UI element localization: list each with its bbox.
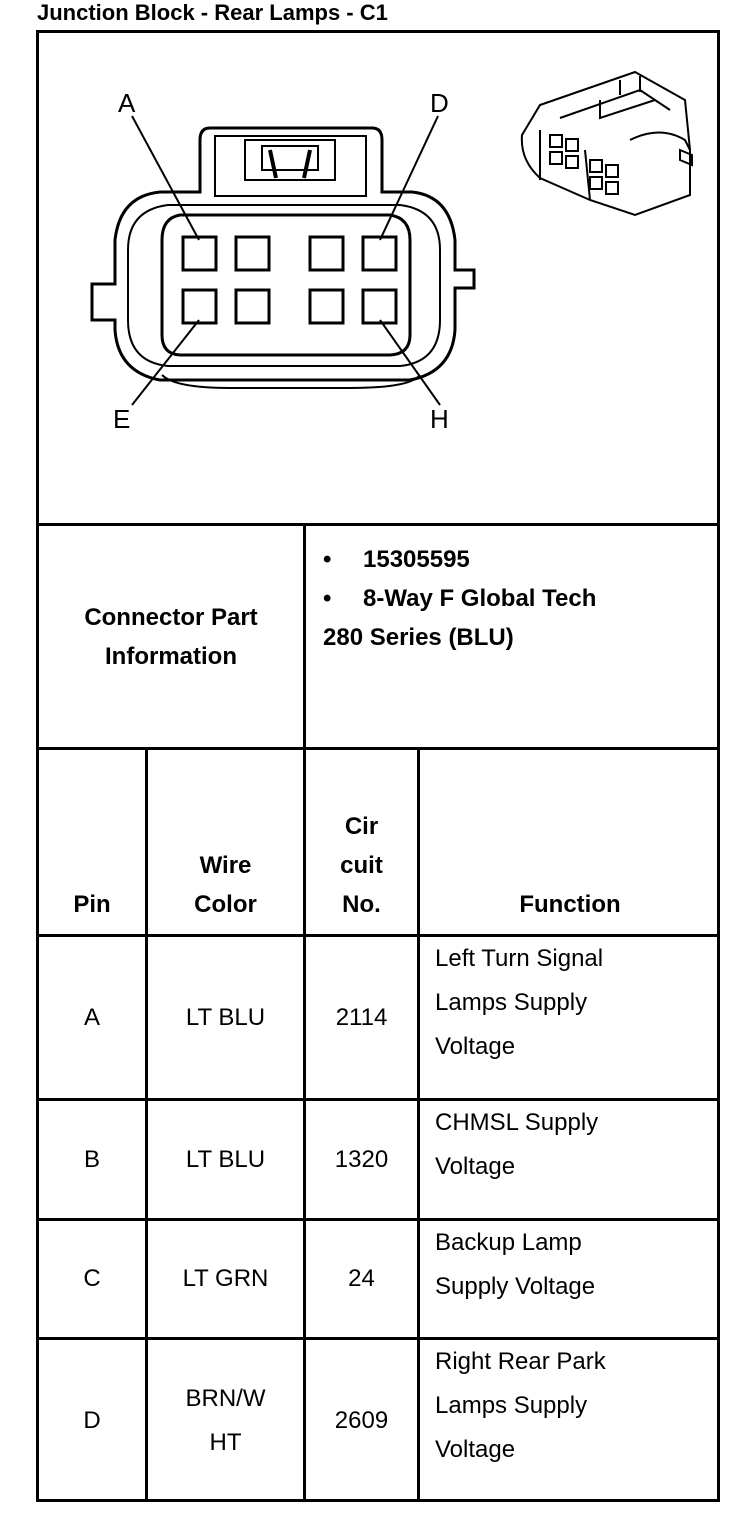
cell-pin-a: A	[83, 1003, 100, 1031]
list-item: •8-Way F Global Tech	[323, 585, 597, 612]
connector-type: 8-Way F Global Tech	[363, 585, 597, 612]
cell-wire-c: LT GRN	[182, 1265, 269, 1292]
page-title: Junction Block - Rear Lamps - C1	[37, 0, 388, 25]
divider-col-circuit	[417, 747, 420, 1502]
divider-header-row	[36, 934, 720, 937]
cell-function-a: Left Turn Signal Lamps Supply Voltage	[435, 945, 604, 1060]
cell-wire-d: BRN/W HT	[185, 1385, 266, 1456]
cell-pin-c: C	[83, 1265, 101, 1292]
connector-3d-view	[520, 70, 693, 217]
cell-circuit-a: 2114	[335, 1003, 388, 1031]
connector-face-diagram: A D E H	[90, 70, 693, 434]
cell-function-b: CHMSL Supply Voltage	[435, 1109, 599, 1180]
header-function: Function	[519, 891, 621, 918]
cell-circuit-d: 2609	[334, 1407, 389, 1434]
connector-info-label: Connector Part Information	[39, 526, 303, 747]
cell-wire-b: LT BLU	[185, 1145, 266, 1173]
callout-h: H	[430, 404, 449, 434]
cell-circuit-c: 24	[348, 1265, 375, 1292]
divider-diagram-info	[36, 523, 720, 526]
cell-function-d: Right Rear Park Lamps Supply Voltage	[435, 1348, 606, 1463]
connector-series: 280 Series (BLU)	[323, 624, 514, 651]
divider-col-pin	[145, 747, 148, 1502]
header-pin: Pin	[73, 891, 111, 918]
divider-col-wire	[303, 747, 306, 1502]
connector-info-label-line2: Information	[105, 642, 237, 670]
cell-wire-a: LT BLU	[185, 1003, 266, 1031]
divider-info-col	[303, 523, 306, 749]
cell-pin-d: D	[83, 1407, 101, 1434]
list-item: •15305595	[323, 546, 470, 573]
cell-circuit-b: 1320	[334, 1145, 389, 1173]
connector-info-label-line1: Connector Part	[84, 603, 258, 631]
callout-a: A	[118, 88, 136, 118]
callout-e: E	[113, 404, 130, 434]
part-number: 15305595	[363, 546, 470, 573]
divider-row-c	[36, 1337, 720, 1340]
divider-row-a	[36, 1098, 720, 1101]
cell-pin-b: B	[83, 1145, 100, 1173]
header-wire-color: Wire Color	[194, 852, 257, 918]
divider-row-b	[36, 1218, 720, 1221]
connector-info-list: •15305595 •8-Way F Global Tech 280 Serie…	[323, 540, 596, 657]
connector-frame	[36, 30, 720, 1502]
callout-d: D	[430, 88, 449, 118]
header-circuit-no: Cir cuit No.	[340, 813, 383, 918]
divider-info-table	[36, 747, 720, 750]
cell-function-c: Backup Lamp Supply Voltage	[435, 1229, 596, 1300]
